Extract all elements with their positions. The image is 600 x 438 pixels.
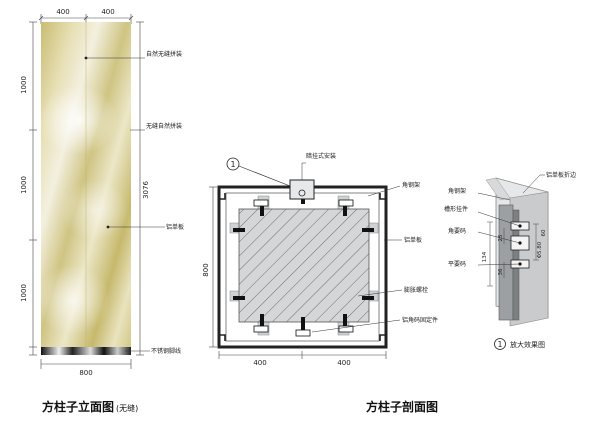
- corner-code-fixings: [253, 199, 354, 337]
- detail-view: 134 25 36 60 Φ5.80 铝单板折边 角钢架 槽形挂件 角要码 平要…: [444, 171, 576, 350]
- detail-dim-25: 25: [498, 234, 504, 241]
- detail-dimensions: [487, 221, 539, 287]
- left-dimension: [29, 21, 37, 356]
- bottom-dim: 800: [79, 369, 92, 377]
- label-stainless-baseboard: 不锈钢脚线: [151, 347, 181, 355]
- marker-leader: [238, 165, 291, 187]
- detail-dim-134: 134: [482, 251, 488, 262]
- panel-highlight: [38, 85, 118, 155]
- elevation-leaders: [86, 57, 165, 352]
- left-dim-3: 1000: [20, 284, 28, 302]
- top-dim-right: 400: [101, 8, 114, 16]
- section-title: 方柱子剖面图: [366, 399, 438, 414]
- panel-highlight: [60, 180, 130, 240]
- label-corner-code-fix: 铝角码固定件: [402, 316, 438, 324]
- detail-leaders: [477, 174, 545, 266]
- detail-dim-phi: Φ5.80: [537, 241, 543, 258]
- right-dim-height: 3076: [142, 181, 150, 199]
- detail-dim-36: 36: [498, 268, 504, 275]
- label-flat-code: 平要码: [448, 260, 466, 268]
- section-left-dim: 800: [202, 263, 210, 276]
- label-natural-seamless: 自然无缝拼装: [146, 50, 182, 58]
- stainless-baseboard: [41, 347, 131, 355]
- detail-marker-text: 1: [230, 160, 235, 169]
- left-dim-1: 1000: [20, 76, 28, 94]
- bottom-dimension: [40, 359, 132, 369]
- label-slot-connector: 槽形挂件: [444, 205, 468, 213]
- detail-brackets: [510, 221, 530, 269]
- concrete-core: [238, 208, 370, 323]
- mount-pin: [298, 189, 306, 197]
- detail-caption-marker-text: 1: [498, 340, 503, 349]
- label-aluminum-panel: 铝单板: [166, 223, 184, 231]
- left-dim-2: 1000: [20, 176, 28, 194]
- panel-slab-top: [485, 177, 511, 201]
- label-detail-angle-frame: 角钢架: [448, 187, 466, 195]
- detail-caption-marker: [494, 338, 506, 350]
- right-dimension: [136, 21, 144, 356]
- detail-caption: 放大效果图: [510, 340, 545, 349]
- section-view: 800 400 400 1 暗挂式安装 角钢架 铝单板 膨胀螺栓 铝角码固定件: [202, 152, 438, 414]
- leader-dot: [106, 225, 110, 229]
- section-bottom-dimension: [218, 351, 387, 359]
- label-section-aluminum-panel: 铝单板: [404, 236, 422, 244]
- panel-highlight: [34, 265, 110, 335]
- elevation-title: 方柱子立面图(无缝): [42, 399, 138, 414]
- section-left-dimension: [209, 186, 217, 348]
- section-bottom-dim-left: 400: [253, 359, 266, 367]
- label-seamless-natural: 无缝自然拼装: [146, 122, 182, 130]
- detail-marker: [226, 157, 240, 171]
- label-expansion-bolt: 膨胀螺栓: [404, 286, 428, 294]
- top-dim-left: 400: [56, 8, 69, 16]
- label-concealed-install: 暗挂式安装: [306, 152, 336, 160]
- label-angle-code: 角要码: [448, 227, 466, 235]
- elevation-view: 400 400 1000 1000 1000 3076: [20, 8, 184, 414]
- corner-angles: [219, 193, 386, 341]
- top-dimension: [38, 14, 134, 24]
- label-angle-steel-frame: 角钢架: [402, 181, 420, 189]
- label-panel-edge: 铝单板折边: [546, 171, 576, 179]
- detail-dim-60: 60: [541, 229, 547, 236]
- section-bottom-dim-right: 400: [337, 359, 350, 367]
- section-leaders: [301, 162, 403, 333]
- leader-dot: [84, 56, 88, 60]
